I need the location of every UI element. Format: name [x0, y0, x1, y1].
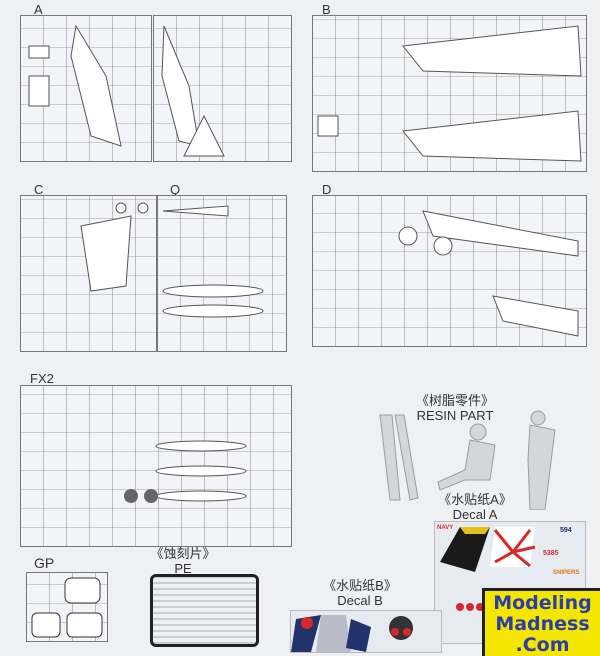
resin-figures-image — [379, 410, 556, 510]
sprue-a-label: A — [34, 2, 43, 17]
pe-fret — [150, 574, 259, 647]
logo-line-1: Modeling — [493, 592, 592, 614]
resin-part-title: 《树脂零件》 RESIN PART — [400, 393, 510, 423]
decal-a-title-cn: 《水贴纸A》 — [438, 492, 512, 507]
decal-a-title: 《水贴纸A》 Decal A — [425, 492, 525, 522]
sprue-fx2-label: FX2 — [30, 371, 54, 386]
pe-title: 《蚀刻片》 PE — [148, 546, 218, 576]
modeling-madness-logo: Modeling Madness .Com — [482, 588, 600, 656]
decal-b-title-en: Decal B — [337, 593, 383, 608]
sprue-a-right-frame — [153, 15, 292, 162]
pe-title-en: PE — [174, 561, 192, 576]
decal-a-594-text: 594 — [560, 527, 572, 534]
sprue-c-label: C — [34, 182, 44, 197]
decal-b-title-cn: 《水贴纸B》 — [323, 578, 397, 593]
decal-a-number-text: 5385 — [543, 550, 559, 557]
decal-a-navy-text: NAVY — [437, 525, 454, 531]
sprue-gp-label: GP — [34, 555, 55, 571]
sprue-b-label: B — [322, 2, 331, 17]
sprue-b-frame — [312, 15, 587, 172]
sprue-a-left-frame — [20, 15, 152, 162]
decal-a-title-en: Decal A — [452, 507, 498, 522]
sprue-q-label: Q — [170, 182, 181, 197]
sprue-fx2-frame — [20, 385, 292, 547]
resin-title-cn: 《树脂零件》 — [415, 393, 494, 408]
sprue-gp-frame — [26, 572, 108, 642]
decal-a-snipers-text: SNIPERS — [553, 570, 580, 576]
sprue-q-frame — [157, 195, 287, 352]
decal-b-title: 《水贴纸B》 Decal B — [310, 578, 410, 608]
sprue-d-frame — [312, 195, 587, 347]
sprue-c-frame — [20, 195, 157, 352]
logo-line-2: Madness — [495, 613, 590, 635]
sprue-d-label: D — [322, 182, 332, 197]
logo-line-3: .Com — [515, 634, 570, 656]
decal-b-sheet — [290, 610, 442, 653]
pe-title-cn: 《蚀刻片》 — [150, 546, 216, 561]
resin-title-en: RESIN PART — [416, 408, 494, 423]
